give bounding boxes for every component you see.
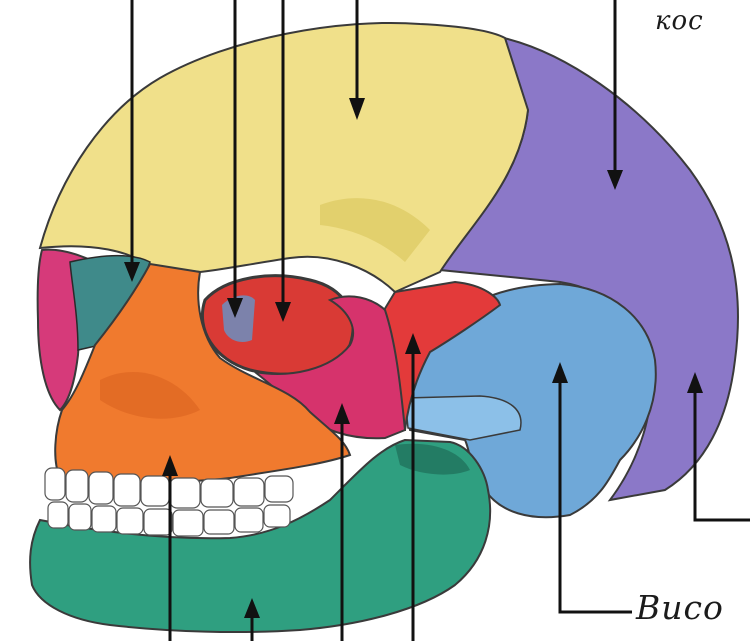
label-bottom-right: Висо — [636, 588, 724, 627]
label-top-right: кос — [655, 6, 704, 36]
